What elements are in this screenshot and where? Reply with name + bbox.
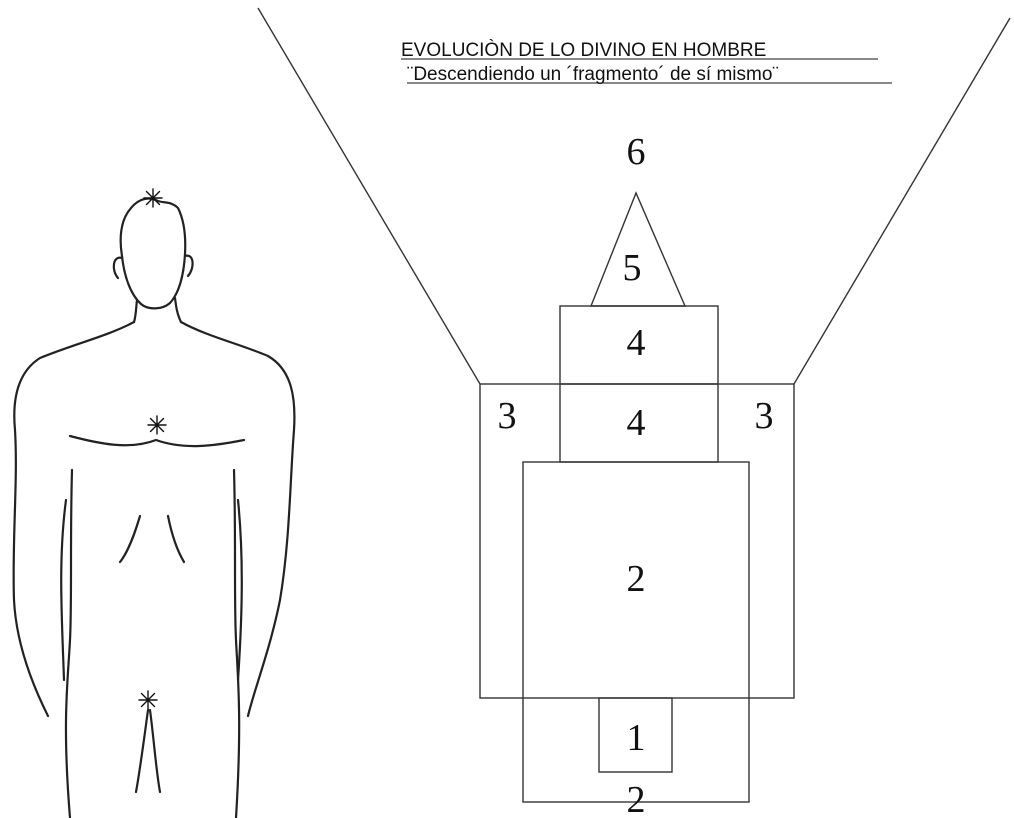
level-1-box — [598, 697, 673, 773]
title-line-2: ¨Descendiendo un ´fragmento´ de sí mismo… — [407, 64, 779, 85]
left-arm-inner — [60, 498, 68, 682]
left-arm-outer — [12, 320, 136, 718]
torso-right-flank — [232, 468, 241, 818]
head-star-icon — [143, 188, 163, 208]
abdomen-left-curve — [118, 514, 142, 564]
level-3-right-label: 3 — [755, 395, 774, 437]
ear-right — [183, 254, 194, 278]
diagram-title: EVOLUCIÒN DE LO DIVINO EN HOMBRE ¨Descen… — [401, 39, 892, 85]
funnel-ray-left — [257, 7, 481, 385]
groin-star-icon — [138, 690, 158, 710]
funnel-ray-right — [793, 17, 1011, 385]
chest-star-icon — [147, 415, 167, 435]
ear-left — [112, 256, 124, 280]
level-4-lower-label: 4 — [627, 402, 646, 444]
level-2-bottom-label: 2 — [627, 779, 646, 818]
neck-right — [173, 296, 183, 324]
level-6-label: 6 — [627, 131, 646, 173]
right-arm-outer — [179, 320, 296, 718]
level-1-label: 1 — [627, 717, 646, 759]
level-2-main-label: 2 — [627, 558, 646, 600]
level-4-upper-label: 4 — [627, 322, 646, 364]
level-2-box — [522, 461, 750, 803]
title-line-1: EVOLUCIÒN DE LO DIVINO EN HOMBRE — [401, 39, 766, 61]
torso-left-flank — [64, 468, 74, 818]
level-3-left-label: 3 — [498, 395, 517, 437]
human-figure — [12, 197, 296, 818]
level-5-triangle — [589, 191, 687, 307]
leg-inner-right — [148, 708, 162, 794]
abdomen-right-curve — [166, 514, 186, 564]
right-arm-inner — [236, 498, 243, 682]
level-5-label: 5 — [623, 247, 642, 289]
pectoral-line — [68, 434, 246, 448]
neck-left — [132, 298, 139, 324]
head-outline — [119, 197, 187, 310]
leg-inner-left — [134, 708, 150, 794]
